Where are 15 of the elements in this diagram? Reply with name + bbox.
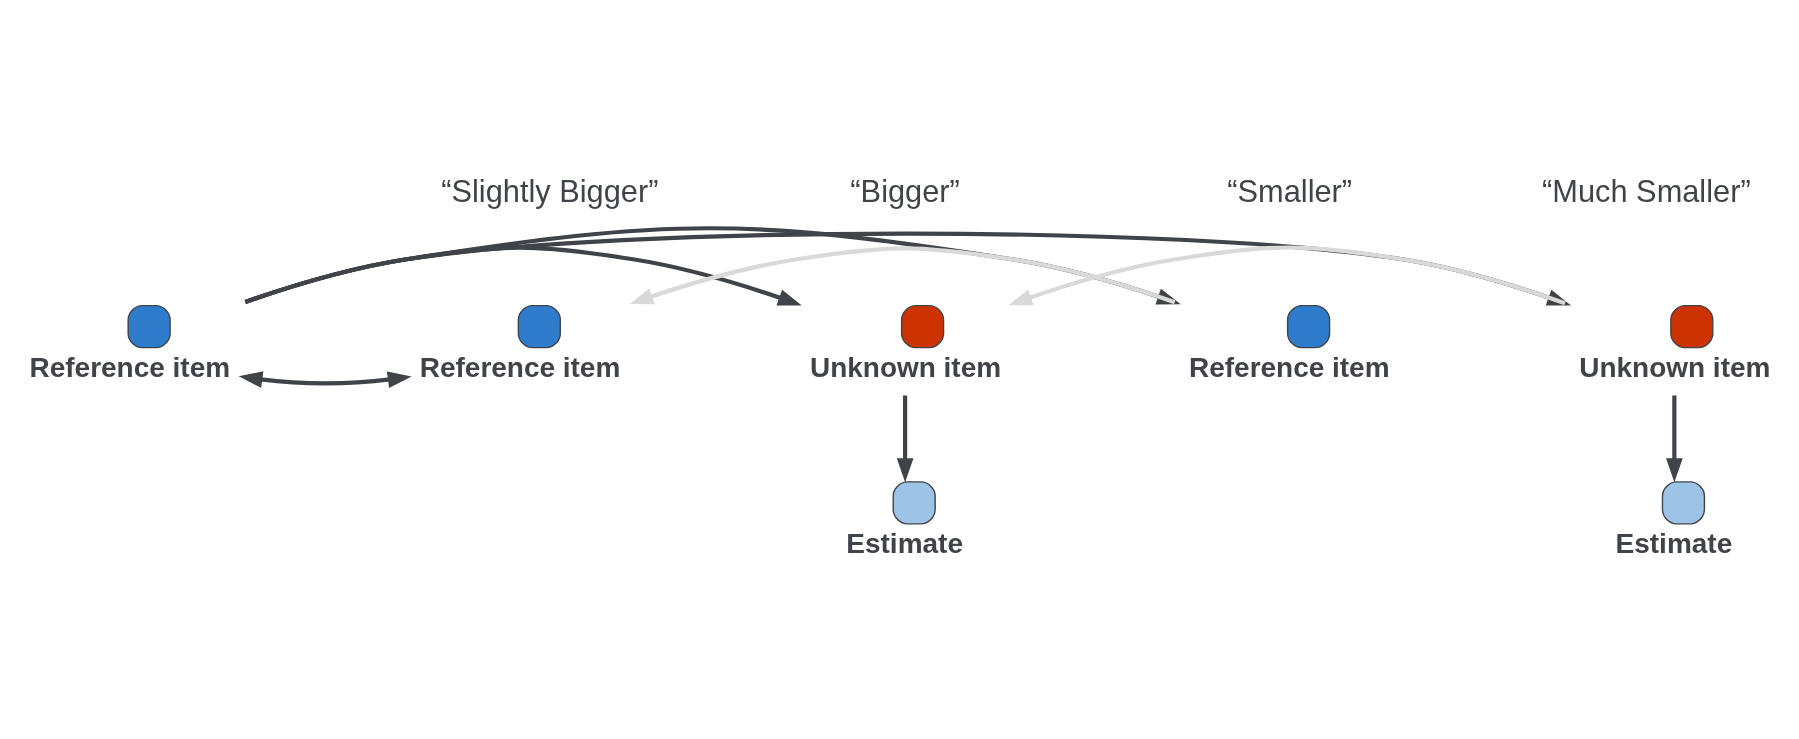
label: “Much Smaller” [1542, 173, 1751, 209]
arrow [896, 395, 914, 482]
arrow [629, 245, 1176, 304]
node-label: Estimate [846, 527, 963, 559]
node-label: Estimate [1615, 527, 1733, 559]
node-label: Reference item [1189, 351, 1390, 383]
node-label: Reference item [29, 351, 231, 383]
node-label: Unknown item [809, 351, 1002, 383]
node-label: Unknown item [1579, 351, 1771, 383]
label: “Slightly Bigger” [441, 173, 659, 209]
label: “Bigger” [850, 173, 960, 209]
node-label: Reference item [419, 351, 621, 383]
arrow [238, 370, 412, 388]
arrow [1666, 395, 1683, 482]
label: “Smaller” [1227, 173, 1353, 209]
